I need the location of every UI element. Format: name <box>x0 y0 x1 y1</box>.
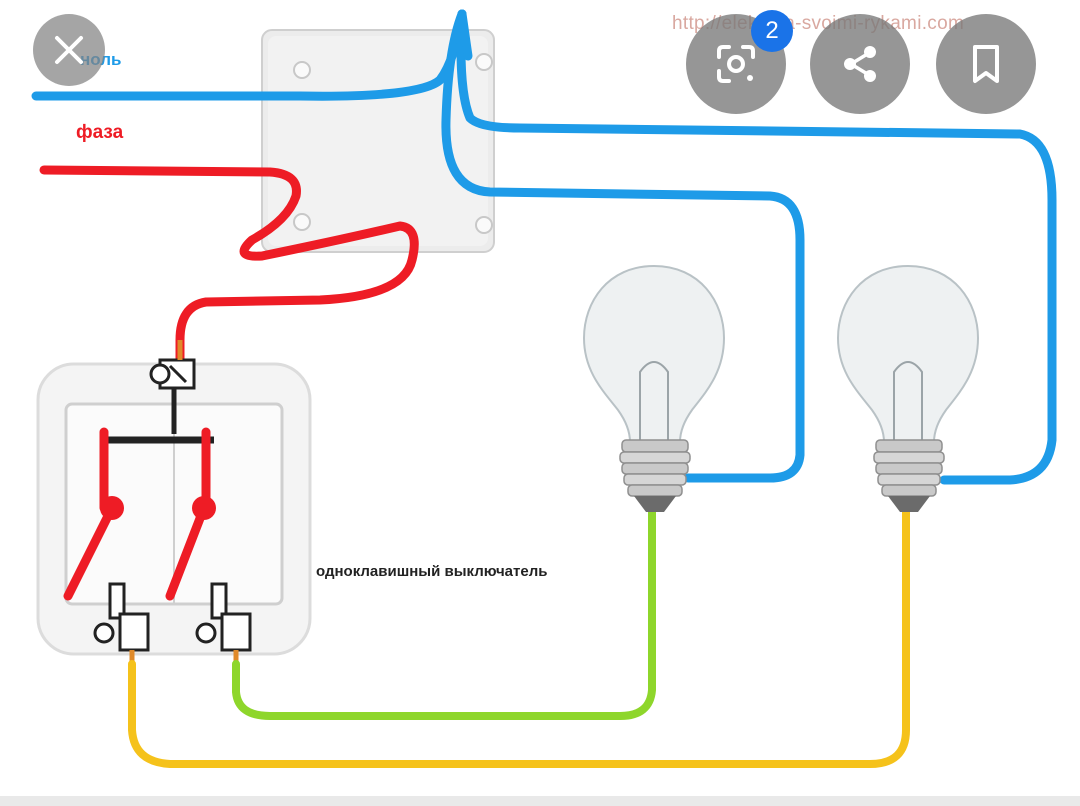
save-button[interactable] <box>936 14 1036 114</box>
box-screw-icon <box>293 61 311 79</box>
lens-count-badge: 2 <box>751 10 793 52</box>
switch-label: одноклавишный выключатель <box>316 563 548 580</box>
phase-wire <box>39 165 419 365</box>
share-icon <box>844 46 876 82</box>
box-screw-icon <box>475 53 493 71</box>
lens-search-icon <box>717 45 755 83</box>
close-button[interactable] <box>33 14 105 86</box>
close-icon <box>55 36 83 64</box>
light-bulb-1 <box>582 264 726 512</box>
box-screw-icon <box>475 216 493 234</box>
share-button[interactable] <box>810 14 910 114</box>
neutral-wires <box>31 9 1057 485</box>
switch-wire-lamp-2 <box>128 508 910 768</box>
box-screw-icon <box>293 213 311 231</box>
switch-wire-lamp-1 <box>232 506 656 720</box>
lens-search-button[interactable] <box>686 14 786 114</box>
bookmark-icon <box>973 45 999 83</box>
switch-mechanism <box>63 340 252 664</box>
phase-label: фаза <box>76 122 124 143</box>
light-bulb-2 <box>836 264 980 512</box>
bottom-bar <box>0 796 1080 806</box>
